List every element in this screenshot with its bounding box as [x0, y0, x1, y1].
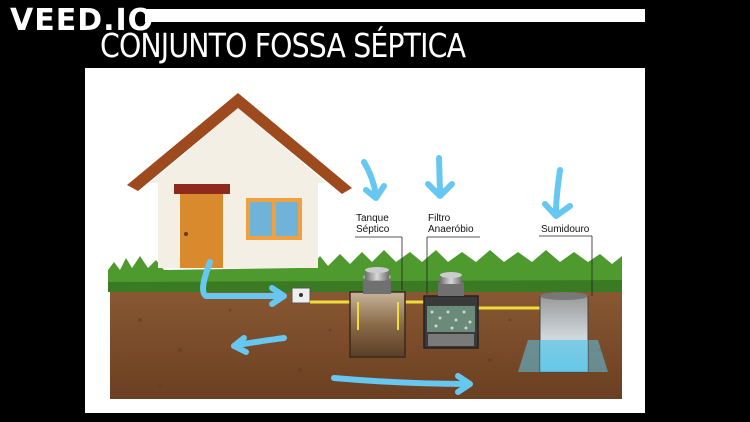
flow-arrow-house-to-box-head [269, 285, 287, 307]
label-anaerobic-filter: Filtro Anaeróbio [428, 213, 474, 235]
label-septic-tank-line2: Séptico [356, 224, 390, 235]
flow-arrow-house-to-box [200, 259, 285, 299]
label-septic-tank-line1: Tanque [356, 213, 389, 224]
flow-arrow-bottom-head [455, 373, 473, 395]
window-glass-left [250, 202, 272, 236]
rain-arrow-3 [553, 167, 563, 215]
rain-arrow-2 [436, 155, 443, 195]
house [127, 93, 352, 268]
door-knob [184, 232, 188, 236]
rain-arrow-3-head [542, 201, 573, 219]
pipes [310, 300, 540, 310]
door-frame [174, 184, 230, 194]
sink-sumidouro [518, 292, 608, 373]
rain-arrow-1-head [363, 183, 387, 201]
label-anaerobic-filter-line1: Filtro [428, 213, 451, 224]
septic-tank [349, 267, 406, 358]
flow-arrows [200, 259, 473, 395]
label-septic-tank: Tanque Séptico [356, 213, 389, 235]
label-leaders [355, 235, 593, 296]
window-glass-right [276, 202, 298, 236]
flow-arrow-left-head [231, 335, 249, 355]
page-title: CONJUNTO FOSSA SÉPTICA [100, 26, 466, 65]
flow-arrow-bottom [331, 375, 471, 387]
veed-watermark: VEED.IO [10, 3, 155, 38]
rain-arrow-2-head [425, 181, 455, 199]
soil-texture [138, 308, 602, 387]
top-white-bar [145, 9, 645, 22]
house-gable [150, 108, 326, 183]
house-door [180, 194, 223, 268]
rain-arrow-1 [361, 159, 379, 199]
label-sink: Sumidouro [541, 224, 590, 235]
anaerobic-filter [423, 272, 479, 349]
rain-arrows [361, 155, 573, 219]
label-anaerobic-filter-line2: Anaeróbio [428, 224, 474, 235]
